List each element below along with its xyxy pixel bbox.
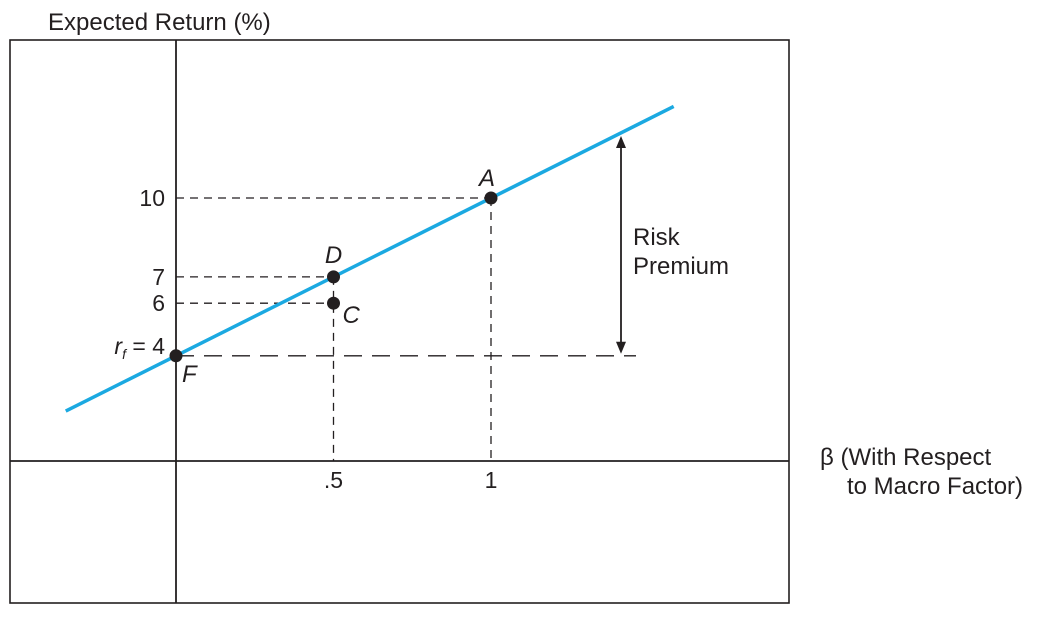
- point-label-a: A: [477, 165, 495, 192]
- x-tick-label: .5: [324, 467, 343, 493]
- x-tick-label: 1: [485, 467, 498, 493]
- risk-premium-arrowhead-top: [616, 136, 626, 148]
- point-a: [484, 191, 498, 205]
- y-tick-label: 6: [152, 290, 165, 316]
- point-label-c: C: [343, 302, 361, 329]
- point-c: [327, 296, 340, 310]
- risk-premium-arrowhead-bottom: [616, 341, 626, 354]
- annotations: Risk Premium β (With Respect to Macro Fa…: [633, 224, 1023, 500]
- point-markers: A D C F: [169, 165, 498, 388]
- risk-premium-label-line1: Risk: [633, 224, 681, 251]
- sml-line: [64, 104, 675, 413]
- point-d: [327, 270, 340, 284]
- x-axis-title-line2: to Macro Factor): [847, 473, 1023, 500]
- axes: [10, 40, 789, 603]
- x-axis-title-line1: β (With Respect: [820, 444, 992, 471]
- risk-premium-label-line2: Premium: [633, 253, 729, 280]
- y-axis-title: Expected Return (%): [48, 9, 271, 36]
- sml-series: [64, 104, 675, 413]
- guide-lines: [176, 197, 636, 461]
- tick-labels: 10 76 .5 1 rf = 4: [114, 185, 497, 493]
- point-label-d: D: [325, 242, 342, 269]
- plot-frame: [9, 39, 790, 604]
- point-f: [169, 349, 183, 363]
- y-tick-label: 10: [139, 185, 165, 211]
- point-label-f: F: [182, 361, 198, 388]
- rf-label: rf = 4: [114, 333, 165, 362]
- y-tick-label: 7: [152, 264, 165, 290]
